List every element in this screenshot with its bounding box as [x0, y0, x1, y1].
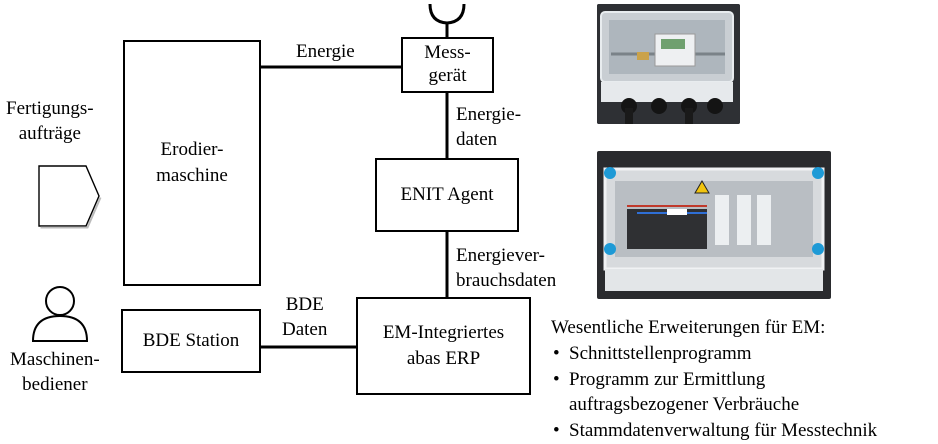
- enit-agent-box: ENIT Agent: [375, 158, 519, 232]
- erodiermaschine-box: Erodier- maschine: [123, 40, 261, 286]
- enit-agent-label: ENIT Agent: [400, 184, 494, 206]
- fertigungsauftraege-label: Fertigungs- aufträge: [6, 98, 94, 144]
- messgeraet-box: Mess- gerät: [401, 37, 494, 93]
- erp-box: EM-Integriertes abas ERP: [356, 297, 531, 395]
- order-document-icon: [38, 165, 102, 229]
- messgeraet-photo-drawing: [597, 4, 740, 124]
- erp-label: EM-Integriertes abas ERP: [382, 322, 505, 369]
- extension-item: Stammdatenverwaltung für Messtechnik: [551, 418, 877, 444]
- energiedaten-edge-label: Energie- daten: [456, 104, 522, 150]
- maschinenbediener-label: Maschinen- bediener: [10, 349, 100, 395]
- messgeraet-label: Mess- gerät: [424, 42, 471, 86]
- bde-daten-edge-label: BDE Daten: [282, 294, 328, 340]
- erodiermaschine-label: Erodier- maschine: [156, 139, 228, 186]
- person-icon: [31, 286, 89, 342]
- extensions-list: Wesentliche Erweiterungen für EM: Schnit…: [551, 315, 877, 444]
- extensions-title: Wesentliche Erweiterungen für EM:: [551, 317, 826, 338]
- extension-item: Schnittstellenprogramm: [551, 341, 877, 367]
- bde-station-box: BDE Station: [121, 309, 261, 373]
- energieverbrauchsdaten-edge-label: Energiever- brauchsdaten: [456, 245, 557, 291]
- messgeraet-photo: [597, 4, 740, 124]
- bde-station-label: BDE Station: [142, 330, 240, 352]
- antenna-icon: [428, 3, 466, 37]
- enit-agent-photo-drawing: [597, 151, 831, 299]
- extension-item: Programm zur Ermittlung auftragsbezogene…: [551, 367, 877, 419]
- energie-edge-label: Energie: [296, 41, 355, 62]
- enit-agent-photo: [597, 151, 831, 299]
